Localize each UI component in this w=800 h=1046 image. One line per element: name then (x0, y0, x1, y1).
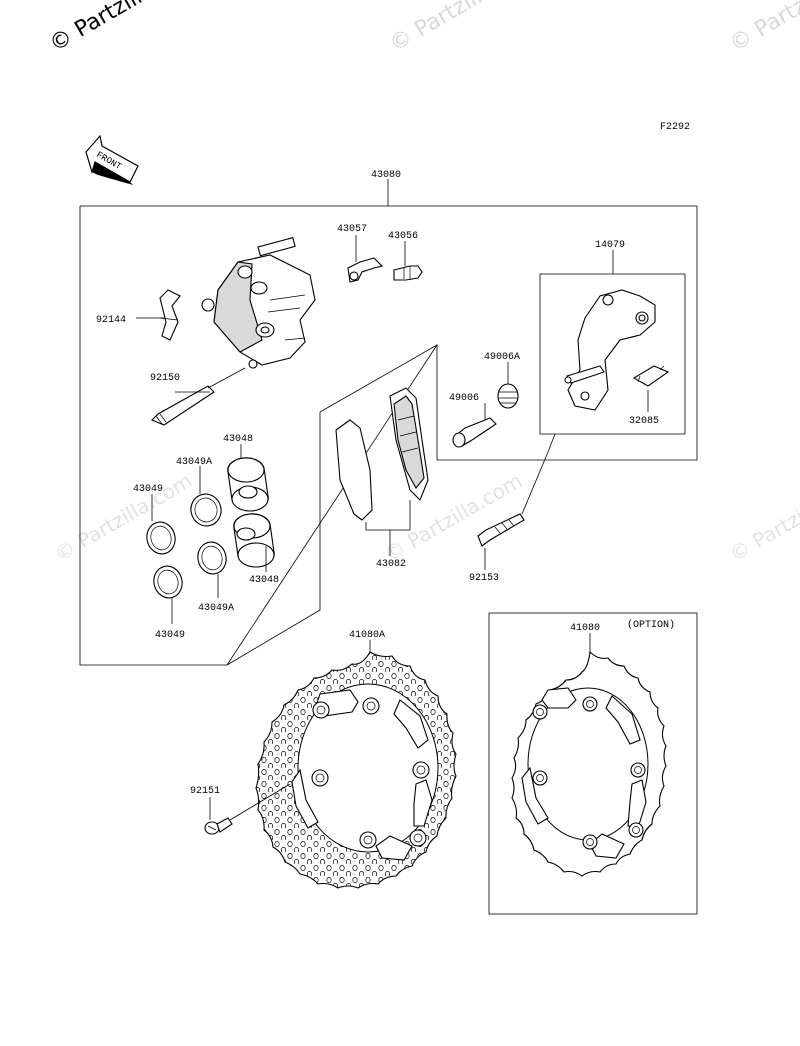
label-43049a-lower: 43049A (198, 603, 234, 614)
caliper-bracket-14079 (564, 289, 656, 411)
boot-49006a (497, 383, 519, 409)
label-92150: 92150 (150, 373, 180, 384)
seal-43049-upper (146, 521, 176, 555)
seal-43049a-upper (190, 493, 222, 527)
label-49006: 49006 (449, 393, 479, 404)
label-43048-upper: 43048 (223, 434, 253, 445)
figure-code: F2292 (660, 122, 690, 133)
piston-43048-upper (227, 457, 269, 512)
caliper-body (201, 237, 316, 369)
watermark-faint: © Partzilla.com (51, 468, 197, 566)
bracket-box (539, 273, 686, 435)
seal-43049-lower (153, 565, 183, 599)
watermark-faint: © Partzilla.com (726, 468, 800, 566)
watermark-main: © Partzilla.com (46, 0, 206, 57)
brake-disc-41080a (255, 651, 457, 889)
label-43080: 43080 (371, 170, 401, 181)
label-43048-lower: 43048 (249, 575, 279, 586)
label-41080a: 41080A (349, 630, 385, 641)
pad-spring-92144 (159, 289, 181, 341)
watermark-faint: © Partzilla.com (381, 468, 527, 566)
label-41080: 41080 (570, 623, 600, 634)
label-92153: 92153 (469, 573, 499, 584)
label-92151: 92151 (190, 786, 220, 797)
bleeder-cap-43057 (347, 257, 384, 283)
front-arrow-icon: FRONT (85, 134, 139, 185)
brake-disc-41080 (511, 650, 667, 877)
label-43049-upper: 43049 (133, 484, 163, 495)
bleeder-valve-43056 (393, 265, 423, 281)
clip-32085 (632, 365, 670, 387)
pin-49006 (452, 417, 497, 448)
bolt-92153 (477, 513, 525, 547)
label-43049-lower: 43049 (155, 630, 185, 641)
label-92144: 92144 (96, 315, 126, 326)
label-43082: 43082 (376, 559, 406, 570)
label-43049a-upper: 43049A (176, 457, 212, 468)
label-32085: 32085 (629, 416, 659, 427)
option-box (488, 612, 698, 915)
watermark-faint: © Partzilla.com (386, 0, 546, 57)
seal-43049a-lower (197, 541, 227, 575)
label-14079: 14079 (595, 240, 625, 251)
piston-43048-lower (233, 513, 275, 568)
caliper-assembly-outline (79, 205, 698, 666)
label-43057: 43057 (337, 224, 367, 235)
pin-92150 (151, 385, 215, 426)
label-49006a: 49006A (484, 352, 520, 363)
option-label: (OPTION) (627, 619, 675, 631)
screw-92151 (204, 817, 233, 835)
label-43056: 43056 (388, 231, 418, 242)
brake-pads-43082 (335, 387, 429, 521)
watermark-faint: © Partzilla.com (726, 0, 800, 57)
